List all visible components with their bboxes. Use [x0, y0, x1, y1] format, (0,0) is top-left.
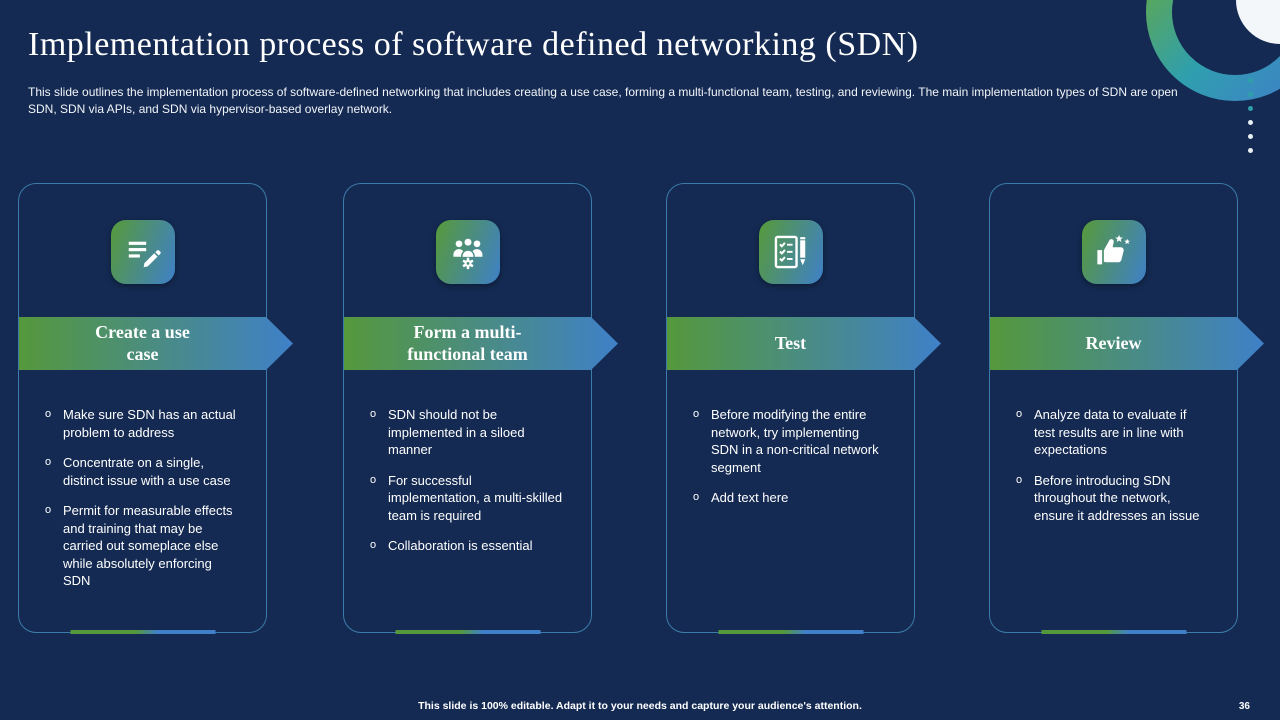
bullet-marker: o: [1016, 473, 1023, 486]
thumbs-up-stars-icon: [1081, 220, 1146, 284]
step-arrow-banner: Test: [667, 317, 941, 370]
bullet-text: Concentrate on a single, distinct issue …: [63, 455, 231, 488]
gradient-ring-decoration: [1146, 0, 1280, 101]
slide-description: This slide outlines the implementation p…: [28, 85, 1178, 116]
bullet-marker: o: [693, 408, 700, 420]
bullet-item: o For successful implementation, a multi…: [370, 472, 565, 525]
step-bullet-list: o Make sure SDN has an actual problem to…: [45, 406, 240, 603]
bullet-text: Before introducing SDN throughout the ne…: [1034, 472, 1200, 523]
bullet-item: o Permit for measurable effects and trai…: [45, 502, 240, 590]
bullet-marker: o: [370, 408, 377, 420]
bullet-text: Make sure SDN has an actual problem to a…: [63, 407, 236, 440]
team-gear-icon: [435, 220, 500, 284]
step-card-form-team: Form a multi-functional team o SDN shoul…: [343, 183, 592, 634]
bullet-item: o Analyze data to evaluate if test resul…: [1016, 406, 1211, 459]
bullet-text: Add text here: [711, 490, 789, 506]
bullet-item: o Collaboration is essential: [370, 537, 565, 555]
footer-note: This slide is 100% editable. Adapt it to…: [418, 700, 862, 712]
bullet-item: o Add text here: [693, 489, 888, 507]
page-title: Implementation process of software defin…: [28, 26, 919, 63]
bullet-item: o Before introducing SDN throughout the …: [1016, 472, 1211, 525]
bullet-text: SDN should not be implemented in a siloe…: [388, 407, 525, 458]
bullet-text: Permit for measurable effects and traini…: [63, 503, 233, 589]
bullet-marker: o: [45, 408, 52, 420]
card-accent-line: [718, 630, 863, 634]
bullet-marker: o: [693, 491, 700, 504]
dots-decoration: [1248, 78, 1253, 153]
bullet-item: o Concentrate on a single, distinct issu…: [45, 454, 240, 489]
bullet-item: o Make sure SDN has an actual problem to…: [45, 406, 240, 441]
card-accent-line: [395, 630, 540, 634]
step-bullet-list: o Before modifying the entire network, t…: [693, 406, 888, 520]
bullet-marker: o: [1016, 408, 1023, 420]
bullet-text: For successful implementation, a multi-s…: [388, 472, 563, 523]
checklist-pencil-icon: [758, 220, 823, 284]
step-arrow-banner: Form a multi-functional team: [344, 317, 618, 370]
step-arrow-banner: Create a use case: [19, 317, 293, 370]
step-title: Form a multi-functional team: [407, 321, 528, 364]
step-arrow-banner: Review: [990, 317, 1264, 370]
step-bullet-list: o SDN should not be implemented in a sil…: [370, 406, 565, 568]
step-title: Review: [1085, 332, 1142, 353]
bullet-marker: o: [45, 456, 52, 469]
bullet-text: Collaboration is essential: [388, 538, 533, 554]
bullet-marker: o: [370, 539, 377, 552]
step-bullet-list: o Analyze data to evaluate if test resul…: [1016, 406, 1211, 537]
step-card-create-use-case: Create a use case o Make sure SDN has an…: [18, 183, 267, 634]
page-number: 36: [1238, 701, 1250, 712]
bullet-marker: o: [370, 473, 377, 486]
step-card-review: Review o Analyze data to evaluate if tes…: [989, 183, 1238, 634]
compose-note-icon: [110, 220, 175, 284]
bullet-item: o Before modifying the entire network, t…: [693, 406, 888, 476]
bullet-text: Analyze data to evaluate if test results…: [1034, 407, 1187, 458]
card-accent-line: [70, 630, 215, 634]
step-title: Create a use case: [95, 321, 190, 364]
bullet-text: Before modifying the entire network, try…: [711, 407, 879, 475]
card-accent-line: [1041, 630, 1186, 634]
bullet-item: o SDN should not be implemented in a sil…: [370, 406, 565, 459]
step-title: Test: [774, 332, 807, 353]
step-card-test: Test o Before modifying the entire netwo…: [666, 183, 915, 634]
bullet-marker: o: [45, 504, 52, 517]
